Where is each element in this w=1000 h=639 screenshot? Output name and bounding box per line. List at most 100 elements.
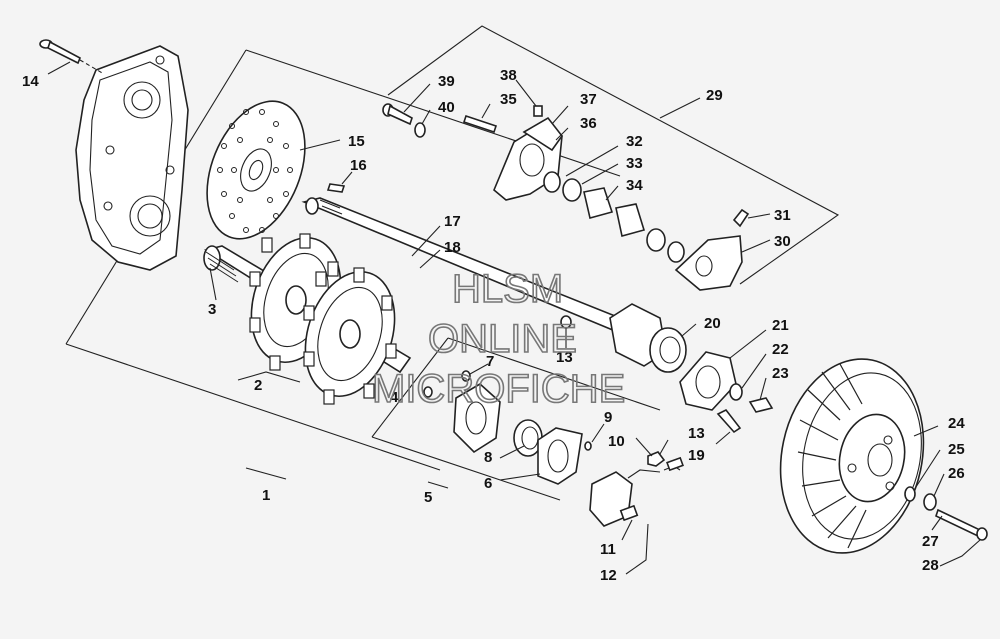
callout-27: 27 [922, 533, 939, 550]
leader-13b [659, 439, 669, 455]
leader-38 [515, 79, 537, 107]
callout-1: 1 [262, 487, 270, 504]
leader-37 [551, 105, 569, 125]
callout-15: 15 [348, 133, 365, 150]
leader-6 [499, 473, 541, 481]
callout-19: 19 [688, 447, 705, 464]
washer-4 [423, 386, 433, 398]
leader-17 [411, 225, 441, 257]
callout-29: 29 [706, 87, 723, 104]
watermark-line-2: ONLINE [428, 317, 577, 361]
callout-30: 30 [774, 233, 791, 250]
callout-16: 16 [350, 157, 367, 174]
leader-12 [625, 523, 649, 575]
bolt-14 [39, 39, 105, 75]
callout-24: 24 [948, 415, 965, 432]
leader-3 [209, 267, 217, 301]
leader-40 [421, 109, 431, 125]
leader-10 [635, 437, 653, 457]
bearing-flange-21 [679, 351, 737, 411]
group-29-bracket [387, 25, 840, 285]
caliper-bracket-37 [522, 116, 563, 152]
screw-38 [533, 105, 543, 117]
callout-13a: 13 [556, 349, 573, 366]
callout-22: 22 [772, 341, 789, 358]
callout-11: 11 [600, 541, 616, 558]
leader-1 [245, 467, 287, 480]
leader-21 [729, 329, 767, 359]
callout-13b: 13 [688, 425, 705, 442]
callout-36: 36 [580, 115, 597, 132]
leader-5 [427, 481, 449, 489]
callout-35: 35 [500, 91, 517, 108]
bearing-flange-6b [537, 427, 583, 485]
washer-25 [904, 486, 916, 502]
watermark: HLSM ONLINE MICROFICHE [371, 266, 626, 412]
callout-5: 5 [424, 489, 432, 506]
washer-9 [584, 441, 592, 451]
bolt-27 [935, 508, 988, 541]
leader-33 [581, 163, 619, 185]
callout-37: 37 [580, 91, 597, 108]
callout-3: 3 [208, 301, 216, 318]
leader-27 [931, 515, 943, 531]
piston-33b [646, 228, 666, 252]
callout-8: 8 [484, 449, 492, 466]
callout-23: 23 [772, 365, 789, 382]
callout-20: 20 [704, 315, 721, 332]
leader-34 [605, 185, 619, 201]
key-16 [326, 183, 346, 193]
leader-35 [481, 103, 491, 119]
caliper-half-30 [674, 235, 743, 291]
washer-40 [414, 122, 426, 138]
bearing-housing-20 [609, 303, 687, 373]
leader-8 [499, 445, 525, 459]
leader-36 [555, 127, 569, 141]
leader-20 [681, 323, 697, 337]
callout-2: 2 [254, 377, 262, 394]
spacer-23 [748, 397, 774, 413]
leader-29 [659, 97, 701, 119]
callout-38: 38 [500, 67, 517, 84]
callout-4: 4 [390, 389, 399, 406]
leader-31 [747, 213, 771, 219]
leader-25 [913, 449, 941, 491]
bearing-flange-6a [453, 383, 501, 454]
callout-6: 6 [484, 475, 492, 492]
callout-21: 21 [772, 317, 789, 334]
callout-10: 10 [608, 433, 625, 450]
leader-15 [299, 139, 341, 151]
leader-11 [621, 519, 633, 541]
callout-labels: 14 15 16 17 18 3 2 4 1 5 6 7 8 9 10 11 1… [22, 67, 965, 584]
brake-disc-15 [206, 100, 306, 240]
leader-39 [403, 83, 431, 113]
leader-18 [419, 249, 441, 269]
brake-pad-34b [615, 203, 646, 237]
callout-25: 25 [948, 441, 965, 458]
callout-28: 28 [922, 557, 939, 574]
speed-sensor-plate-11 [589, 456, 684, 527]
seal-32 [543, 171, 561, 193]
washer-7 [461, 370, 471, 382]
leader-2 [237, 371, 301, 383]
leader-9 [591, 423, 605, 443]
driven-clutch-24 [779, 358, 925, 554]
leader-28 [939, 539, 981, 567]
bleeder-31 [732, 208, 750, 228]
leader-26 [933, 473, 945, 497]
leader-30 [741, 239, 771, 253]
bolt-39 [382, 103, 413, 126]
callout-32: 32 [626, 133, 643, 150]
leader-32 [565, 145, 619, 177]
bolt-19 [716, 408, 742, 434]
washer-22 [729, 383, 743, 401]
gearcase-housing [75, 45, 189, 271]
callout-14: 14 [22, 73, 39, 90]
leader-22 [741, 353, 767, 389]
callout-12: 12 [600, 567, 617, 584]
pin-35 [462, 114, 498, 134]
callout-40: 40 [438, 99, 455, 116]
leader-23 [759, 377, 767, 401]
callout-17: 17 [444, 213, 461, 230]
callout-34: 34 [626, 177, 643, 194]
